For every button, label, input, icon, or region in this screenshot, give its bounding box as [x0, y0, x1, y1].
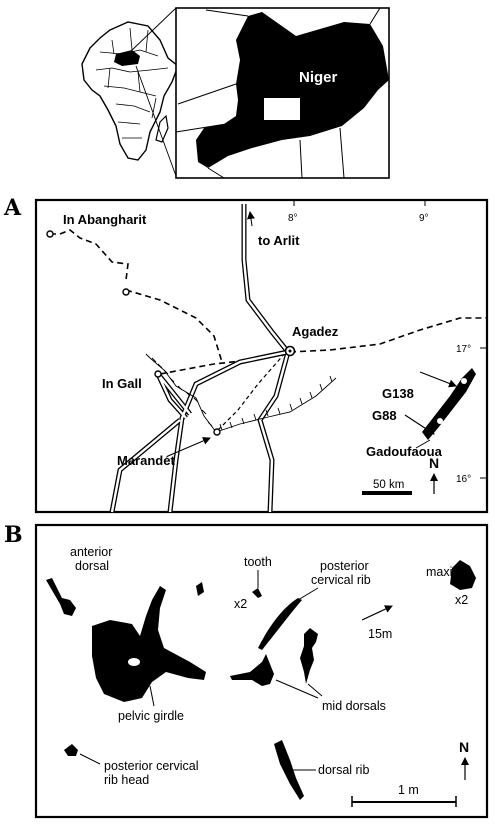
niger-zoom-box: Niger	[175, 7, 390, 179]
gadoufaoua-leader	[415, 439, 431, 449]
panel-b-letter: B	[4, 522, 23, 548]
panel-b-scale-label: 1 m	[398, 783, 419, 797]
small-fragment	[196, 582, 204, 596]
pelvic-girdle-leader	[149, 685, 155, 707]
posterior-cervical-rib-head-bone	[64, 744, 78, 756]
to-arlit-label: to Arlit	[258, 233, 300, 248]
in-abangharit-marker	[46, 230, 54, 238]
dorsal-rib-label: dorsal rib	[318, 763, 369, 777]
site-g138-label: G138	[382, 386, 414, 401]
in-gall-label: In Gall	[102, 376, 142, 391]
panel-b-north-label: N	[459, 739, 469, 755]
maxilla-count: x2	[455, 593, 468, 607]
gadoufaoua-outcrop	[422, 368, 476, 440]
panel-a-letter: A	[3, 195, 22, 221]
rib-head-leader	[79, 753, 101, 765]
to-arlit-arrow	[247, 211, 255, 227]
waypoint-marker	[122, 288, 130, 296]
agadez-label: Agadez	[292, 324, 339, 339]
distance-label: 15m	[368, 627, 392, 641]
in-gall-marker	[154, 370, 162, 378]
pelvic-girdle-label: pelvic girdle	[118, 709, 184, 723]
lat-17-label: 17°	[456, 344, 471, 355]
posterior-cervical-rib-leader	[297, 587, 319, 601]
niger-country	[196, 12, 389, 168]
mid-dorsal-bone-1	[230, 654, 274, 686]
marandet-marker	[213, 428, 221, 436]
panel-a-scale-bar	[362, 491, 412, 495]
panel-a-scale-label: 50 km	[373, 479, 404, 491]
lat-16-label: 16°	[456, 474, 471, 485]
panel-a-map: 8° 9° 17° 16°	[34, 198, 489, 514]
madagascar	[155, 114, 169, 143]
locator-inset: Niger	[81, 7, 390, 179]
lon-8-label: 8°	[288, 213, 298, 224]
country-label: Niger	[299, 69, 338, 86]
in-abangharit-label: In Abangharit	[63, 212, 147, 227]
posterior-cervical-rib-bone	[258, 598, 302, 650]
tooth-label: tooth	[244, 555, 272, 569]
mid-dorsals-leader-2	[307, 683, 323, 697]
site-g88-marker	[437, 418, 443, 424]
minor-track	[217, 351, 287, 431]
tooth-bone	[252, 588, 262, 598]
lon-9-label: 9°	[419, 213, 429, 224]
site-g138-arrow	[419, 371, 457, 388]
marandet-arrow	[167, 437, 211, 457]
distance-arrow	[361, 605, 393, 621]
maxilla-bone	[450, 560, 476, 590]
study-area-box	[264, 98, 300, 120]
africa-map	[81, 7, 179, 177]
marandet-label: Marandét	[117, 453, 175, 468]
niger-highlight	[114, 50, 140, 66]
mid-dorsal-bone-2	[300, 628, 318, 684]
site-g138-marker	[461, 378, 467, 384]
dorsal-rib-bone	[274, 740, 304, 800]
mid-dorsals-label: mid dorsals	[322, 699, 386, 713]
site-g88-label: G88	[372, 408, 397, 423]
gadoufaoua-label: Gadoufaoua	[366, 444, 443, 459]
tooth-count: x2	[234, 597, 247, 611]
pelvic-girdle-bone	[92, 586, 206, 702]
panel-a-north-label: N	[429, 455, 439, 471]
anterior-dorsal-bone	[46, 578, 76, 616]
site-g88-arrow	[404, 414, 435, 435]
mid-dorsals-leader-1	[275, 679, 319, 699]
